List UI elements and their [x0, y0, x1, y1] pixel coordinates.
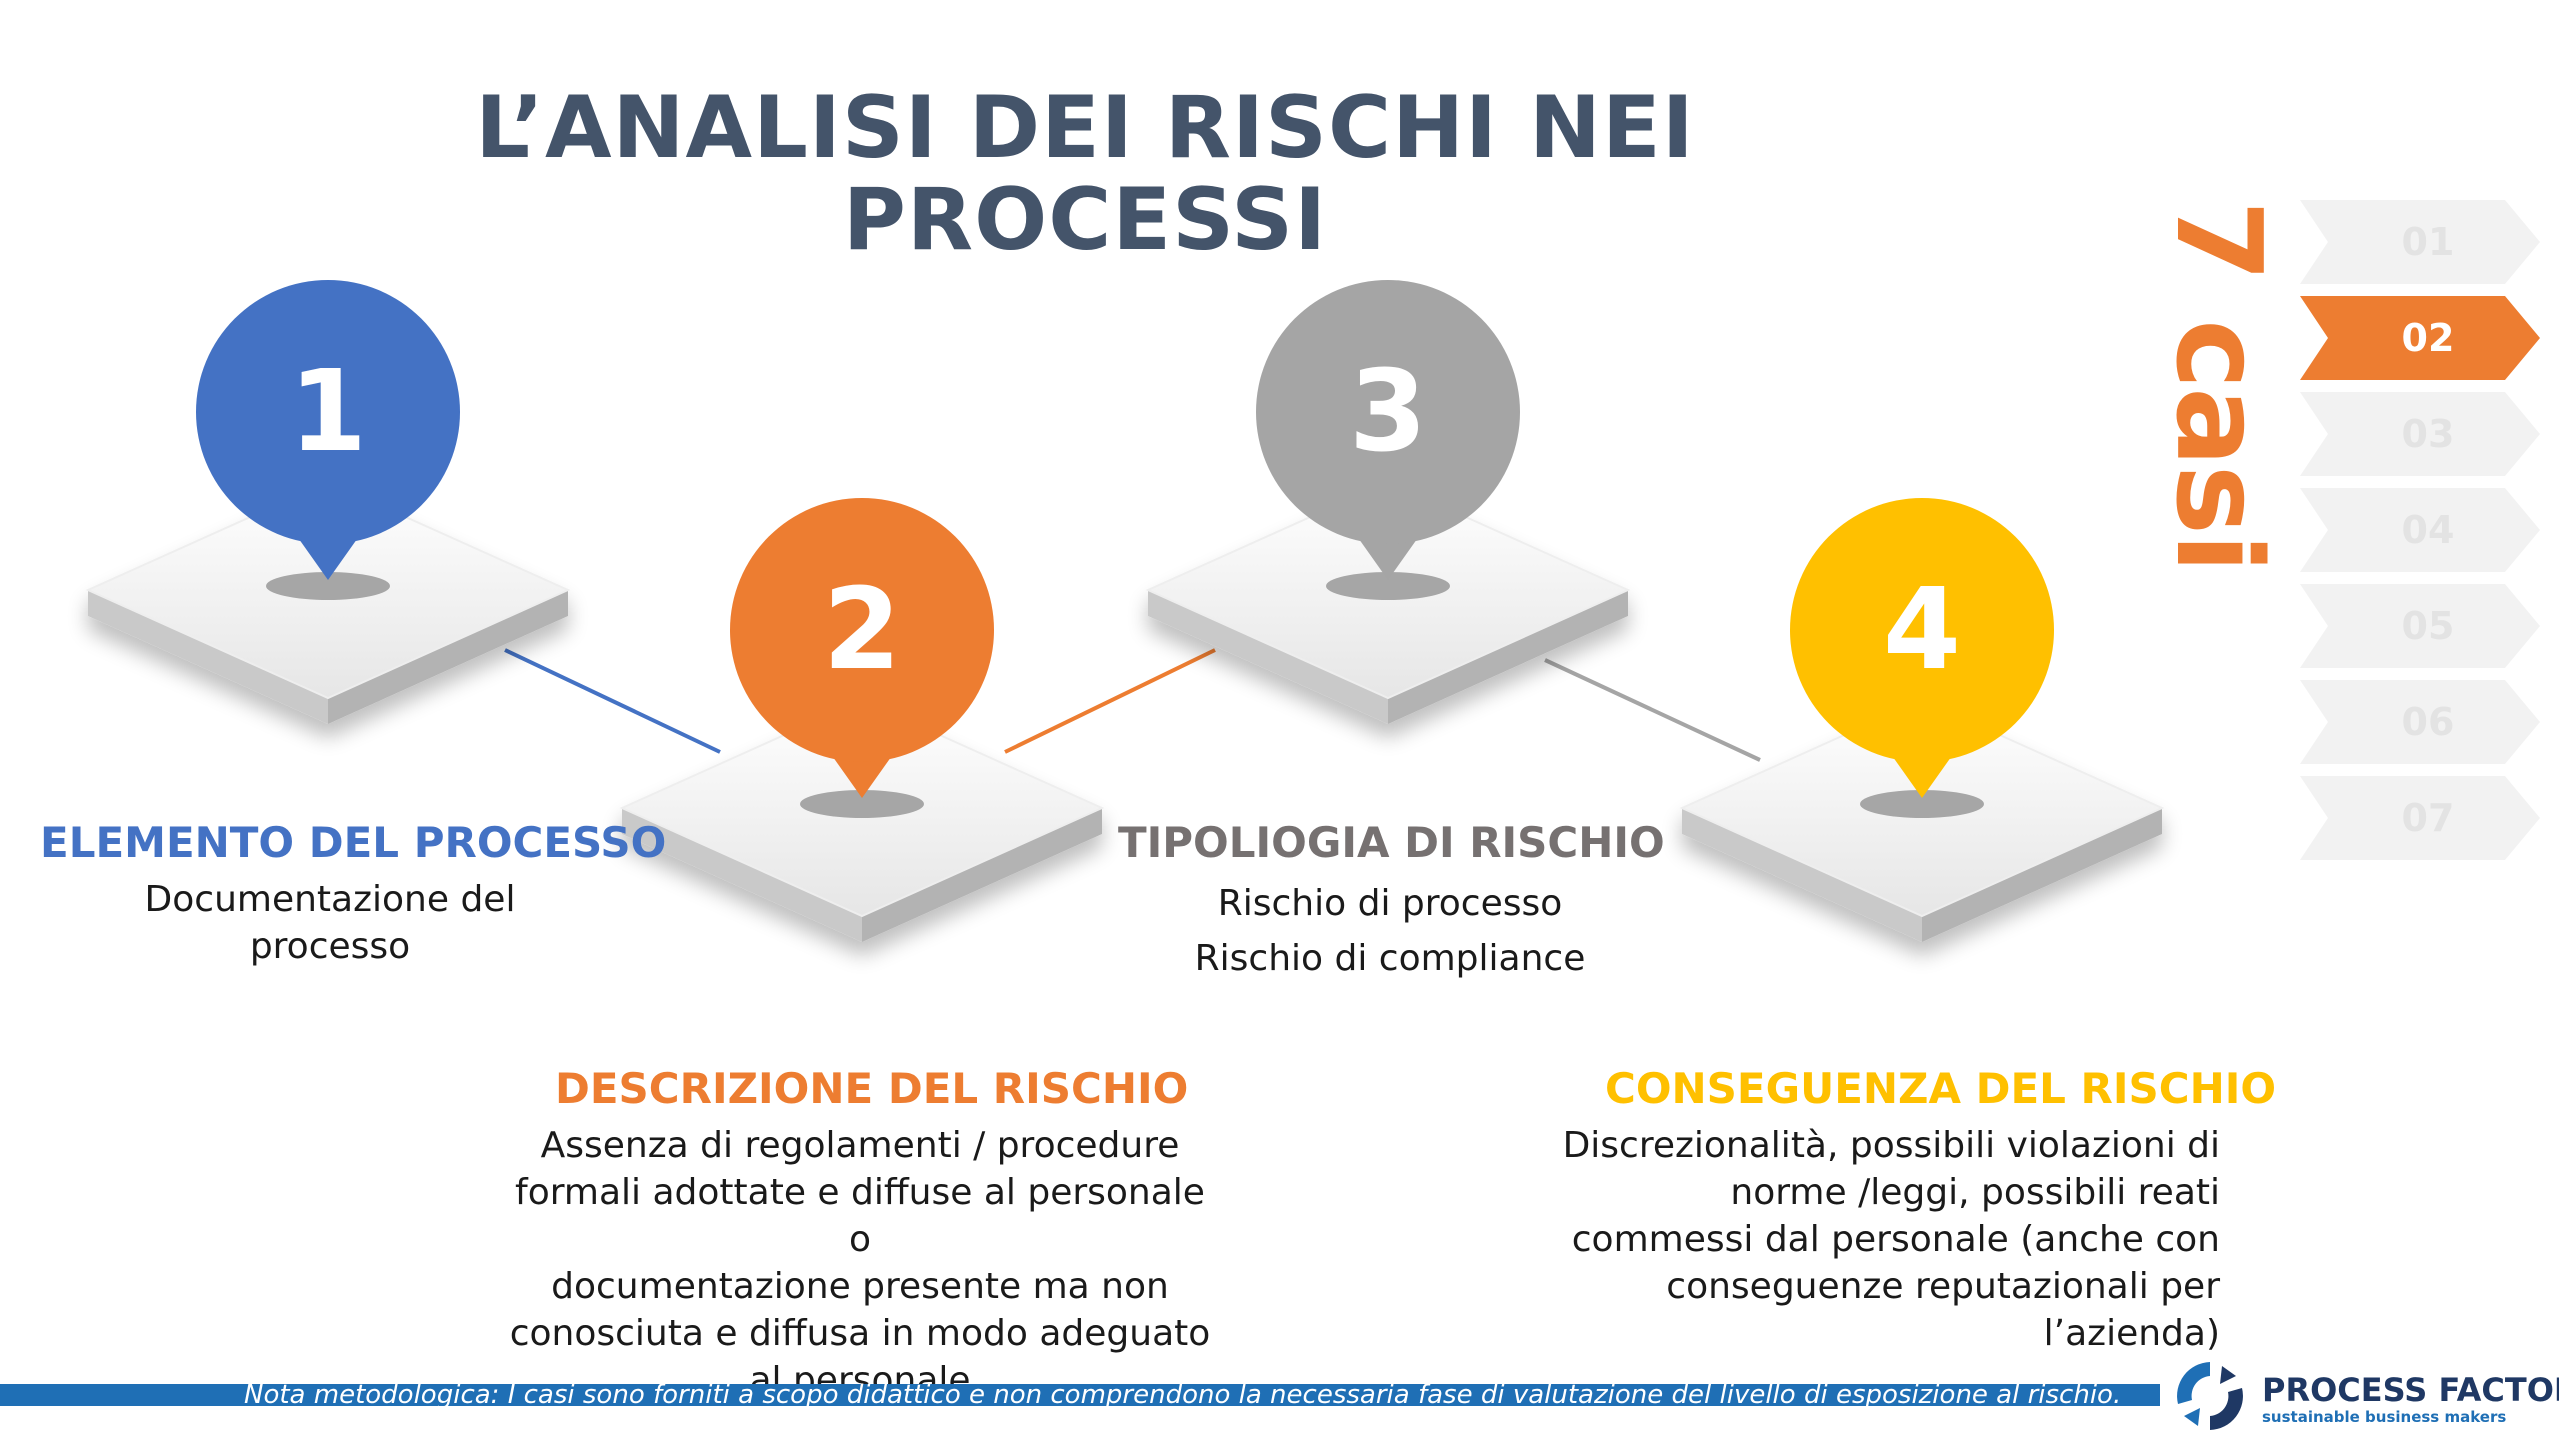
page-title: L’ANALISI DEI RISCHI NEI PROCESSI — [350, 82, 1820, 266]
pin-number: 2 — [823, 565, 901, 695]
connector-line-1-2 — [504, 648, 721, 754]
descrizione-heading: DESCRIZIONE DEL RISCHIO — [555, 1064, 1189, 1113]
platform-1 — [85, 480, 571, 724]
descrizione-line: conosciuta e diffusa in modo adeguato — [509, 1313, 1211, 1354]
elemento-body: Documentazione del processo — [80, 876, 580, 970]
pin-number: 1 — [289, 347, 367, 477]
connector-line-2-3 — [1004, 648, 1216, 754]
step-chevron-03[interactable] — [2300, 392, 2540, 476]
step-number: 06 — [2401, 700, 2455, 744]
platform-4 — [1679, 698, 2165, 942]
connector-line-3-4 — [1544, 658, 1761, 762]
pin-number: 4 — [1883, 565, 1961, 695]
step-chevron-01[interactable] — [2300, 200, 2540, 284]
pin-shadow — [1860, 790, 1984, 818]
descrizione-line: formali adottate e diffuse al personale … — [515, 1172, 1205, 1260]
pin-marker-1 — [196, 280, 460, 580]
step-number: 01 — [2401, 220, 2455, 264]
cases-count-label: 7 casi — [2150, 200, 2288, 600]
step-chevron-06[interactable] — [2300, 680, 2540, 764]
step-number: 05 — [2401, 604, 2455, 648]
tipologia-line: Rischio di processo — [1217, 883, 1563, 924]
pin-number: 3 — [1349, 347, 1427, 477]
step-number: 07 — [2401, 796, 2455, 840]
conseguenza-line: conseguenze reputazionali per — [1666, 1266, 2220, 1307]
cases-count-text: 7 casi — [2150, 200, 2288, 572]
pin-shadow — [1326, 572, 1450, 600]
step-chevron-05[interactable] — [2300, 584, 2540, 668]
title-line-2: PROCESSI — [842, 170, 1328, 270]
pin-marker-4 — [1790, 498, 2054, 798]
platform-3 — [1145, 480, 1631, 724]
pin-marker-2 — [730, 498, 994, 798]
conseguenza-line: Discrezionalità, possibili violazioni di — [1562, 1125, 2220, 1166]
title-line-1: L’ANALISI DEI RISCHI NEI — [475, 78, 1695, 178]
pin-shadow — [266, 572, 390, 600]
platform-2 — [619, 698, 1105, 942]
brand-tagline: sustainable business makers — [2262, 1408, 2507, 1426]
pin-shadow — [800, 790, 924, 818]
descrizione-line: documentazione presente ma non — [551, 1266, 1169, 1307]
elemento-heading: ELEMENTO DEL PROCESSO — [40, 818, 667, 867]
descrizione-body: Assenza di regolamenti / procedure forma… — [500, 1122, 1220, 1404]
conseguenza-heading: CONSEGUENZA DEL RISCHIO — [1605, 1064, 2277, 1113]
tipologia-line: Rischio di compliance — [1194, 938, 1586, 979]
step-chevron-02[interactable] — [2300, 296, 2540, 380]
brand-name: PROCESS FACTORY — [2262, 1371, 2559, 1409]
descrizione-line: Assenza di regolamenti / procedure — [540, 1125, 1180, 1166]
case-steps: 01 02 03 04 05 06 07 — [2300, 200, 2559, 900]
elemento-line: Documentazione del — [144, 879, 516, 920]
elemento-line: processo — [249, 926, 411, 967]
footer-bar — [0, 1384, 2160, 1406]
conseguenza-body: Discrezionalità, possibili violazioni di… — [1560, 1122, 2220, 1357]
tipologia-heading: TIPOLIOGIA DI RISCHIO — [1118, 818, 1665, 867]
step-chevron-04[interactable] — [2300, 488, 2540, 572]
conseguenza-line: commessi dal personale (anche con — [1571, 1219, 2220, 1260]
conseguenza-line: norme /leggi, possibili reati — [1730, 1172, 2220, 1213]
footer-note: Nota metodologica: I casi sono forniti a… — [244, 1380, 2122, 1410]
step-number: 04 — [2401, 508, 2455, 552]
process-factory-logo-icon — [2177, 1362, 2243, 1430]
conseguenza-line: l’azienda) — [2043, 1313, 2220, 1354]
tipologia-body: Rischio di processo Rischio di complianc… — [1130, 876, 1650, 986]
step-number: 03 — [2401, 412, 2455, 456]
pin-marker-3 — [1256, 280, 1520, 580]
step-chevron-07[interactable] — [2300, 776, 2540, 860]
step-number: 02 — [2401, 316, 2455, 360]
